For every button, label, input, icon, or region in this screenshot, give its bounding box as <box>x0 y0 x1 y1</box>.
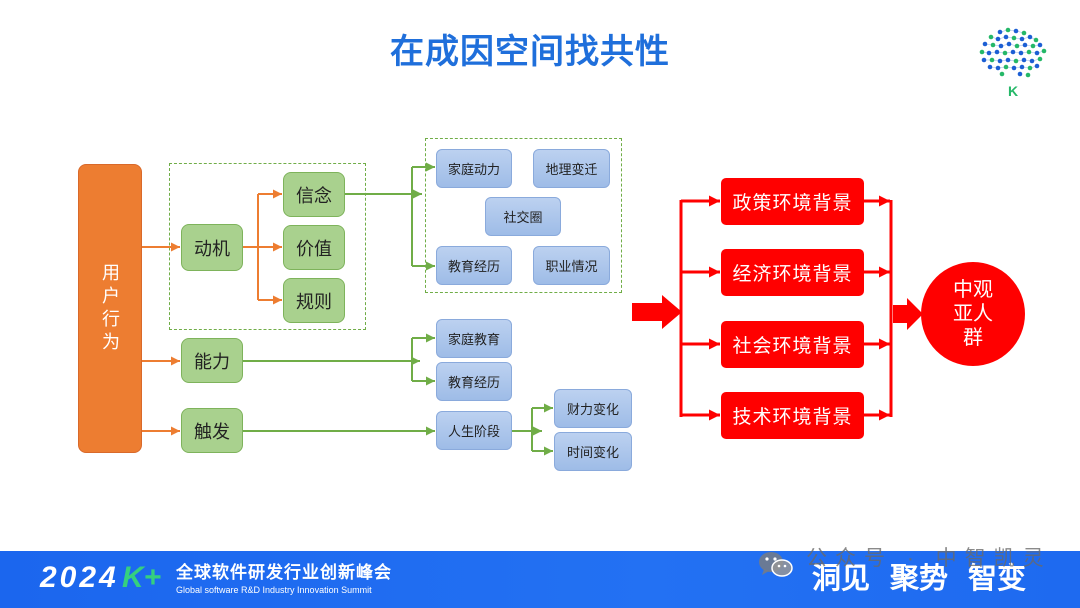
result-circle: 中观亚人群 <box>921 262 1025 366</box>
cause-financial-change: 财力变化 <box>554 389 632 428</box>
footer-event-title: 全球软件研发行业创新峰会 <box>176 563 392 582</box>
slide-title: 在成因空间找共性 <box>390 33 670 71</box>
env-technology-box: 技术环境背景 <box>721 392 864 439</box>
belief-box: 信念 <box>283 172 345 217</box>
cause-social-circle: 社交圈 <box>485 197 561 236</box>
cause-time-change: 时间变化 <box>554 432 632 471</box>
motivation-branch-line <box>243 194 259 300</box>
env-economy-box: 经济环境背景 <box>721 249 864 296</box>
footer-slogan: 洞见聚势智变 <box>812 562 1026 596</box>
logo-letter: K <box>1008 83 1018 99</box>
footer-band <box>0 551 1080 608</box>
user-behavior-box: 用户行为 <box>78 164 142 453</box>
cause-life-stage: 人生阶段 <box>436 411 512 450</box>
env-society-box: 社会环境背景 <box>721 321 864 368</box>
cause-geographic-change: 地理变迁 <box>533 149 610 188</box>
footer-event-subtitle: Global software R&D Industry Innovation … <box>176 585 372 595</box>
cause-education-experience: 教育经历 <box>436 246 512 285</box>
cause-family-education: 家庭教育 <box>436 319 512 358</box>
belief-causes-group-frame <box>425 138 622 293</box>
cause-family-drive: 家庭动力 <box>436 149 512 188</box>
user-behavior-label: 用户行为 <box>100 262 120 355</box>
big-arrow-into-environments <box>632 295 682 329</box>
slogan-word: 智变 <box>968 563 1027 595</box>
slogan-word: 聚势 <box>890 563 949 595</box>
slogan-word: 洞见 <box>812 563 871 595</box>
cause-ability-education: 教育经历 <box>436 362 512 401</box>
env-policy-box: 政策环境背景 <box>721 178 864 225</box>
trigger-box: 触发 <box>181 408 243 453</box>
rule-box: 规则 <box>283 278 345 323</box>
brain-dots-logo: K <box>979 27 1047 99</box>
ability-box: 能力 <box>181 338 243 383</box>
watermark-text: 公众号 · 中智凯灵 <box>806 547 1052 570</box>
value-box: 价值 <box>283 225 345 270</box>
footer-year: 2024 <box>40 561 119 594</box>
footer-brand: K+ <box>122 561 162 594</box>
big-arrow-into-result <box>893 298 923 330</box>
wechat-icon <box>759 552 793 577</box>
motivation-box: 动机 <box>181 224 243 271</box>
result-label: 中观亚人群 <box>953 279 993 349</box>
cause-career: 职业情况 <box>533 246 610 285</box>
